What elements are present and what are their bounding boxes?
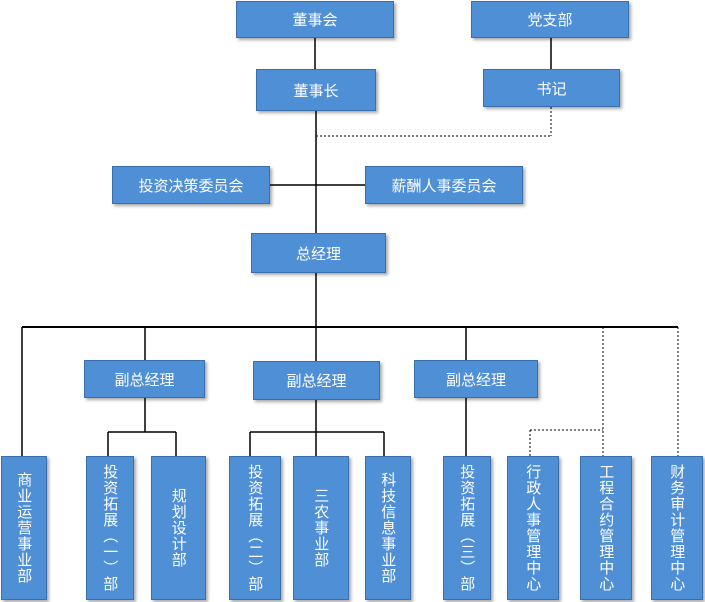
dept-label: 规划设计部 bbox=[169, 488, 188, 568]
compensation-committee-label: 薪酬人事委员会 bbox=[391, 176, 497, 195]
general-manager-label: 总经理 bbox=[295, 244, 341, 263]
dept-label: 投资拓展（三）部 bbox=[458, 464, 477, 592]
deputy-gm-label: 副总经理 bbox=[114, 370, 175, 389]
dept-label: 商业运营事业部 bbox=[15, 472, 34, 584]
board-label: 董事会 bbox=[292, 11, 338, 29]
dept-box: 三农事业部 bbox=[293, 456, 349, 600]
dept-box: 投资拓展（一）部 bbox=[86, 456, 134, 600]
investment-committee-label: 投资决策委员会 bbox=[138, 176, 244, 195]
dept-box: 投资拓展（三）部 bbox=[443, 456, 491, 600]
dept-label: 工程合约管理中心 bbox=[597, 464, 616, 592]
compensation-committee-box: 薪酬人事委员会 bbox=[365, 166, 523, 204]
investment-committee-box: 投资决策委员会 bbox=[112, 166, 270, 204]
board-box: 董事会 bbox=[236, 1, 394, 38]
secretary-label: 书记 bbox=[536, 79, 567, 98]
dept-box: 财务审计管理中心 bbox=[651, 456, 703, 600]
deputy-gm-box: 副总经理 bbox=[253, 361, 380, 400]
deputy-gm-box: 副总经理 bbox=[84, 360, 205, 398]
deputy-gm-label: 副总经理 bbox=[286, 372, 347, 390]
dept-box: 商业运营事业部 bbox=[1, 456, 47, 600]
dept-box: 行政人事管理中心 bbox=[507, 456, 559, 600]
dept-label: 财务审计管理中心 bbox=[668, 464, 687, 592]
general-manager-box: 总经理 bbox=[251, 233, 386, 273]
chairman-label: 董事长 bbox=[293, 81, 339, 100]
party-branch-label: 党支部 bbox=[527, 11, 573, 29]
dept-label: 投资拓展（二）部 bbox=[246, 464, 265, 592]
dept-box: 规划设计部 bbox=[151, 456, 206, 600]
dept-box: 科技信息事业部 bbox=[365, 456, 411, 600]
dept-label: 行政人事管理中心 bbox=[524, 464, 543, 592]
deputy-gm-label: 副总经理 bbox=[445, 370, 506, 389]
secretary-box: 书记 bbox=[483, 69, 620, 107]
dept-label: 投资拓展（一）部 bbox=[101, 464, 120, 592]
dept-label: 科技信息事业部 bbox=[379, 472, 398, 584]
dept-label: 三农事业部 bbox=[312, 488, 331, 568]
chairman-box: 董事长 bbox=[256, 69, 376, 111]
party-branch-box: 党支部 bbox=[471, 1, 629, 38]
dept-box: 工程合约管理中心 bbox=[580, 456, 632, 600]
deputy-gm-box: 副总经理 bbox=[414, 360, 538, 398]
dept-box: 投资拓展（二）部 bbox=[229, 456, 281, 600]
